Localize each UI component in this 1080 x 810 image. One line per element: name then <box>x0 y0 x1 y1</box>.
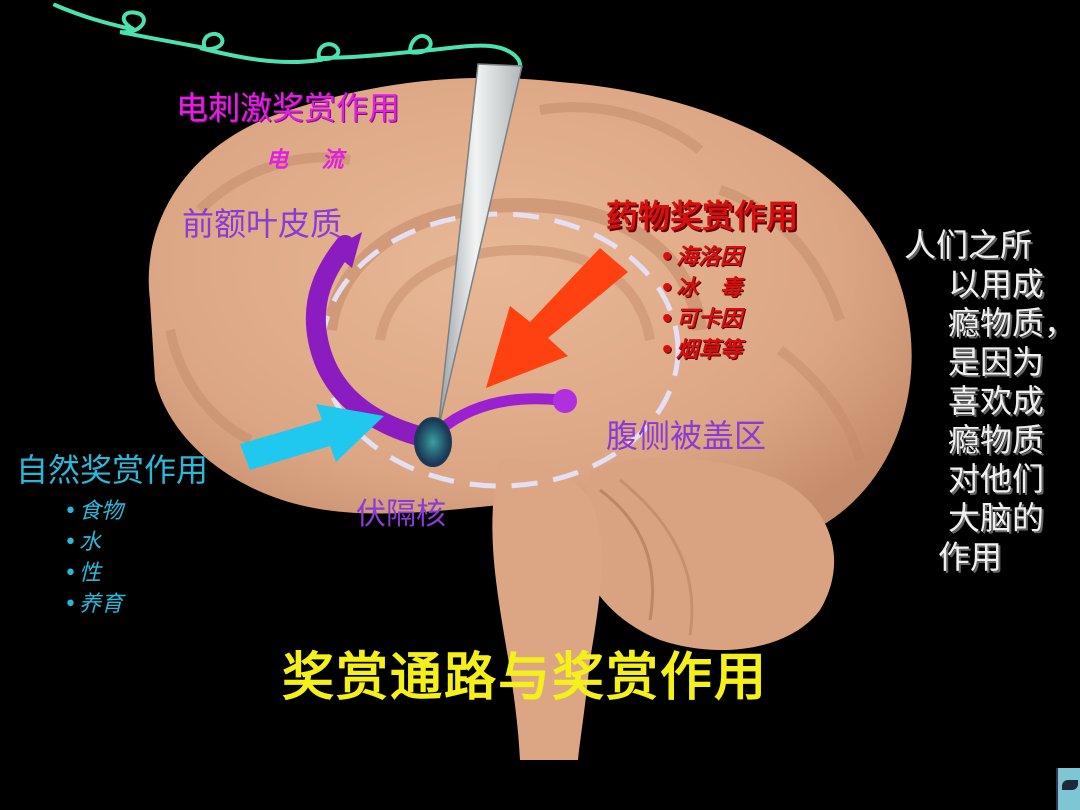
side-note-line: 对他们 <box>948 460 1045 498</box>
red-arrow-icon <box>486 248 628 388</box>
natural-reward-title: 自然奖赏作用 <box>16 451 209 489</box>
slide-logo-icon <box>1056 768 1080 810</box>
side-note-line: 瘾物质 <box>948 421 1045 459</box>
drug-item: 海洛因 <box>660 242 742 273</box>
side-note-line: 是因为 <box>948 343 1045 381</box>
dopamine-pathway-icon <box>305 232 577 450</box>
side-note-line: 以用成 <box>948 265 1045 303</box>
electrode-needle-icon <box>437 63 523 431</box>
natural-reward-item: 性 <box>64 558 123 589</box>
coiled-wire-icon <box>53 3 522 67</box>
drug-reward-title: 药物奖赏作用 <box>606 197 799 235</box>
drug-item: 冰 毒 <box>660 273 742 304</box>
drug-item: 可卡因 <box>660 304 742 335</box>
side-note: 人们之所 以用成 瘾物质， 是因为 喜欢成 瘾物质 对他们 大脑的 作用 <box>904 226 1077 577</box>
side-note-line: 作用 <box>938 538 1003 576</box>
natural-reward-item: 食物 <box>64 496 123 527</box>
side-note-line: 喜欢成 <box>948 382 1045 420</box>
nucleus-accumbens-marker <box>414 417 452 467</box>
side-note-line: 人们之所 <box>904 226 1033 264</box>
brainstem <box>492 459 602 760</box>
drug-item: 烟草等 <box>660 335 742 366</box>
drug-list: 海洛因 冰 毒 可卡因 烟草等 <box>660 242 742 366</box>
side-note-line: 大脑的 <box>948 499 1045 537</box>
cerebellum <box>578 457 835 650</box>
natural-reward-item: 水 <box>64 527 123 558</box>
slide-title: 奖赏通路与奖赏作用 <box>282 647 769 708</box>
nucleus-accumbens-label: 伏隔核 <box>356 497 446 532</box>
electrical-stimulation-title: 电刺激奖赏作用 <box>176 89 401 127</box>
side-note-line: 瘾物质， <box>948 304 1077 342</box>
electric-current-label: 电 流 <box>266 148 344 173</box>
ventral-tegmental-area-label: 腹侧被盖区 <box>606 417 767 455</box>
natural-reward-list: 食物 水 性 养育 <box>64 496 123 620</box>
natural-reward-item: 养育 <box>64 589 123 620</box>
blue-arrow-icon <box>240 404 384 470</box>
prefrontal-cortex-label: 前额叶皮质 <box>182 205 343 243</box>
